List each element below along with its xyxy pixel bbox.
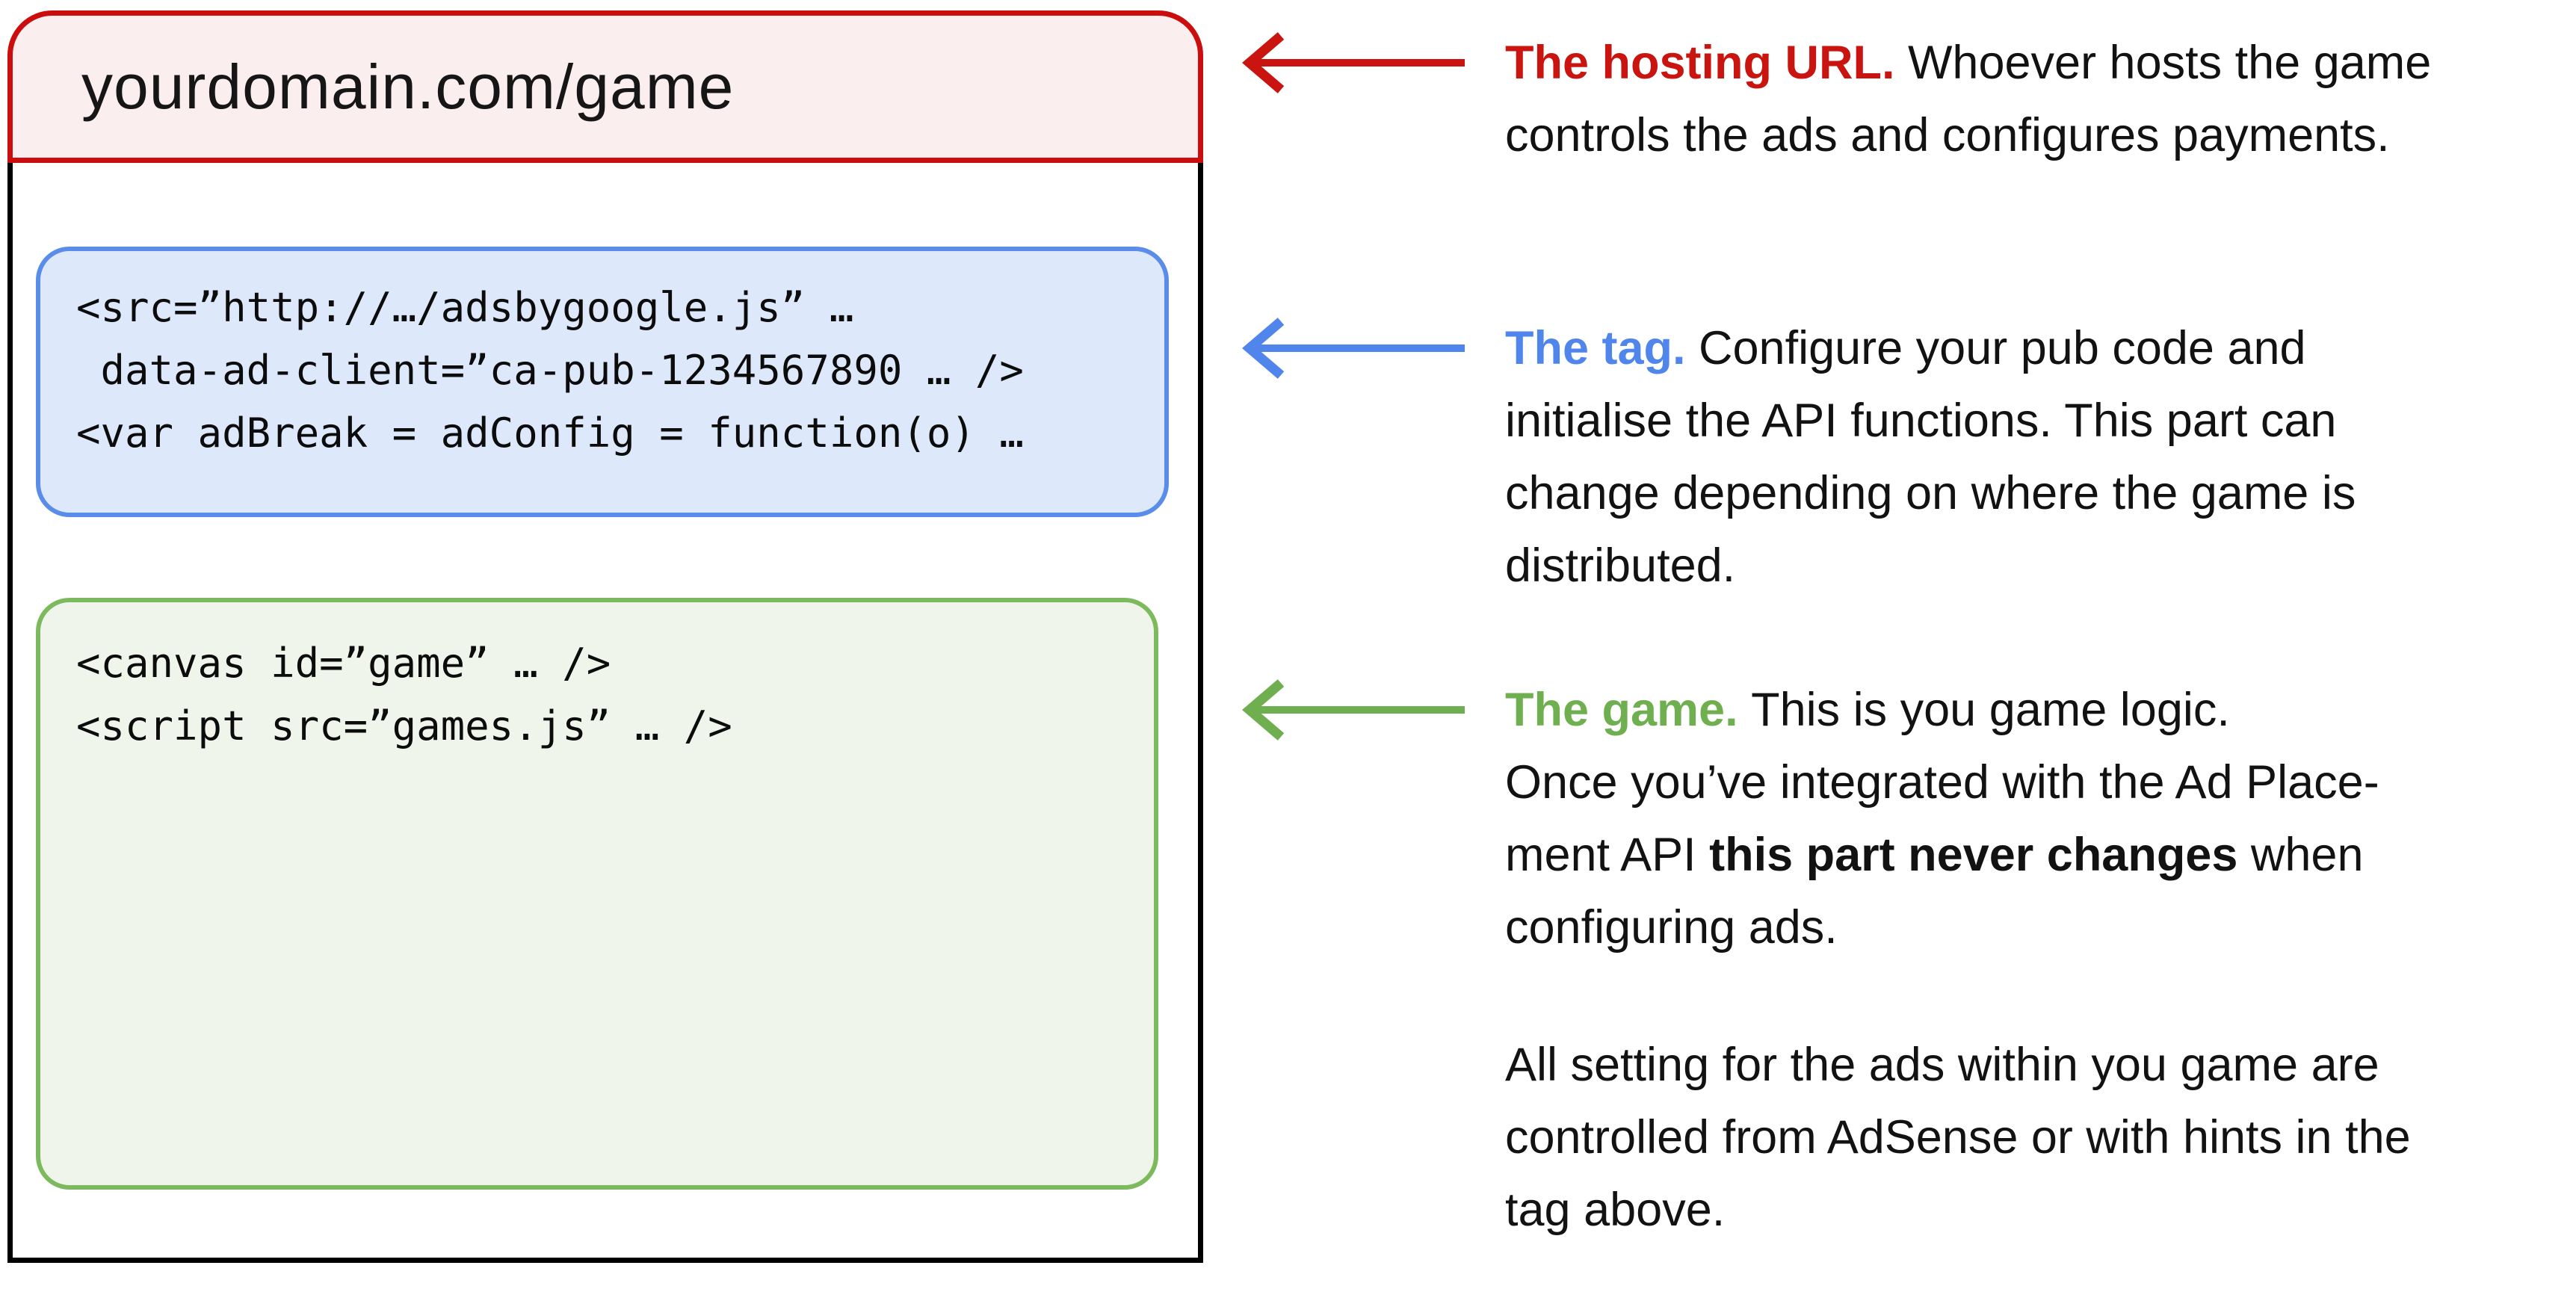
left-arrow-icon [1242,679,1465,741]
text-line: change depending on where the game is [1505,467,2356,519]
url-bar: yourdomain.com/game [7,10,1203,163]
text-line: configuring ads. [1505,901,1838,953]
text-line: All setting for the ads within you game … [1505,1039,2379,1091]
text-line: distributed. [1505,540,1736,592]
code-line: data-ad-client=”ca-pub-1234567890 … /> [76,347,1024,394]
code-line: <var adBreak = adConfig = function(o) … [76,409,1024,457]
game-annotation: The game. This is you game logic. Once yo… [1505,674,2576,964]
text-line: The tag. Configure your pub code and [1505,322,2306,374]
text-line: The game. This is you game logic. [1505,684,2230,736]
tag-annotation: The tag. Configure your pub code and init… [1505,312,2576,602]
text-line: controlled from AdSense or with hints in… [1505,1111,2411,1163]
text-line: tag above. [1505,1184,1726,1236]
page-content-frame: <src=”http://…/adsbygoogle.js” … data-ad… [7,163,1203,1263]
ad-tag-code-box: <src=”http://…/adsbygoogle.js” … data-ad… [36,247,1169,517]
text-line: ment API this part never changes when [1505,829,2364,881]
code-line: <canvas id=”game” … /> [76,640,611,687]
code-line: <src=”http://…/adsbygoogle.js” … [76,284,854,331]
left-arrow-icon [1242,318,1465,379]
text-line: Once you’ve integrated with the Ad Place… [1505,756,2379,809]
text-line: The hosting URL. Whoever hosts the game [1505,37,2432,89]
hosting-url-text: yourdomain.com/game [81,51,735,122]
footer-note-annotation: All setting for the ads within you game … [1505,1029,2576,1246]
text-line: controls the ads and configures payments… [1505,109,2390,161]
left-arrow-icon [1242,32,1465,93]
game-code-box: <canvas id=”game” … /> <script src=”games… [36,598,1158,1190]
code-line: <script src=”games.js” … /> [76,702,732,749]
text-line: initialise the API functions. This part … [1505,395,2337,447]
hosting-url-annotation: The hosting URL. Whoever hosts the game c… [1505,27,2576,172]
